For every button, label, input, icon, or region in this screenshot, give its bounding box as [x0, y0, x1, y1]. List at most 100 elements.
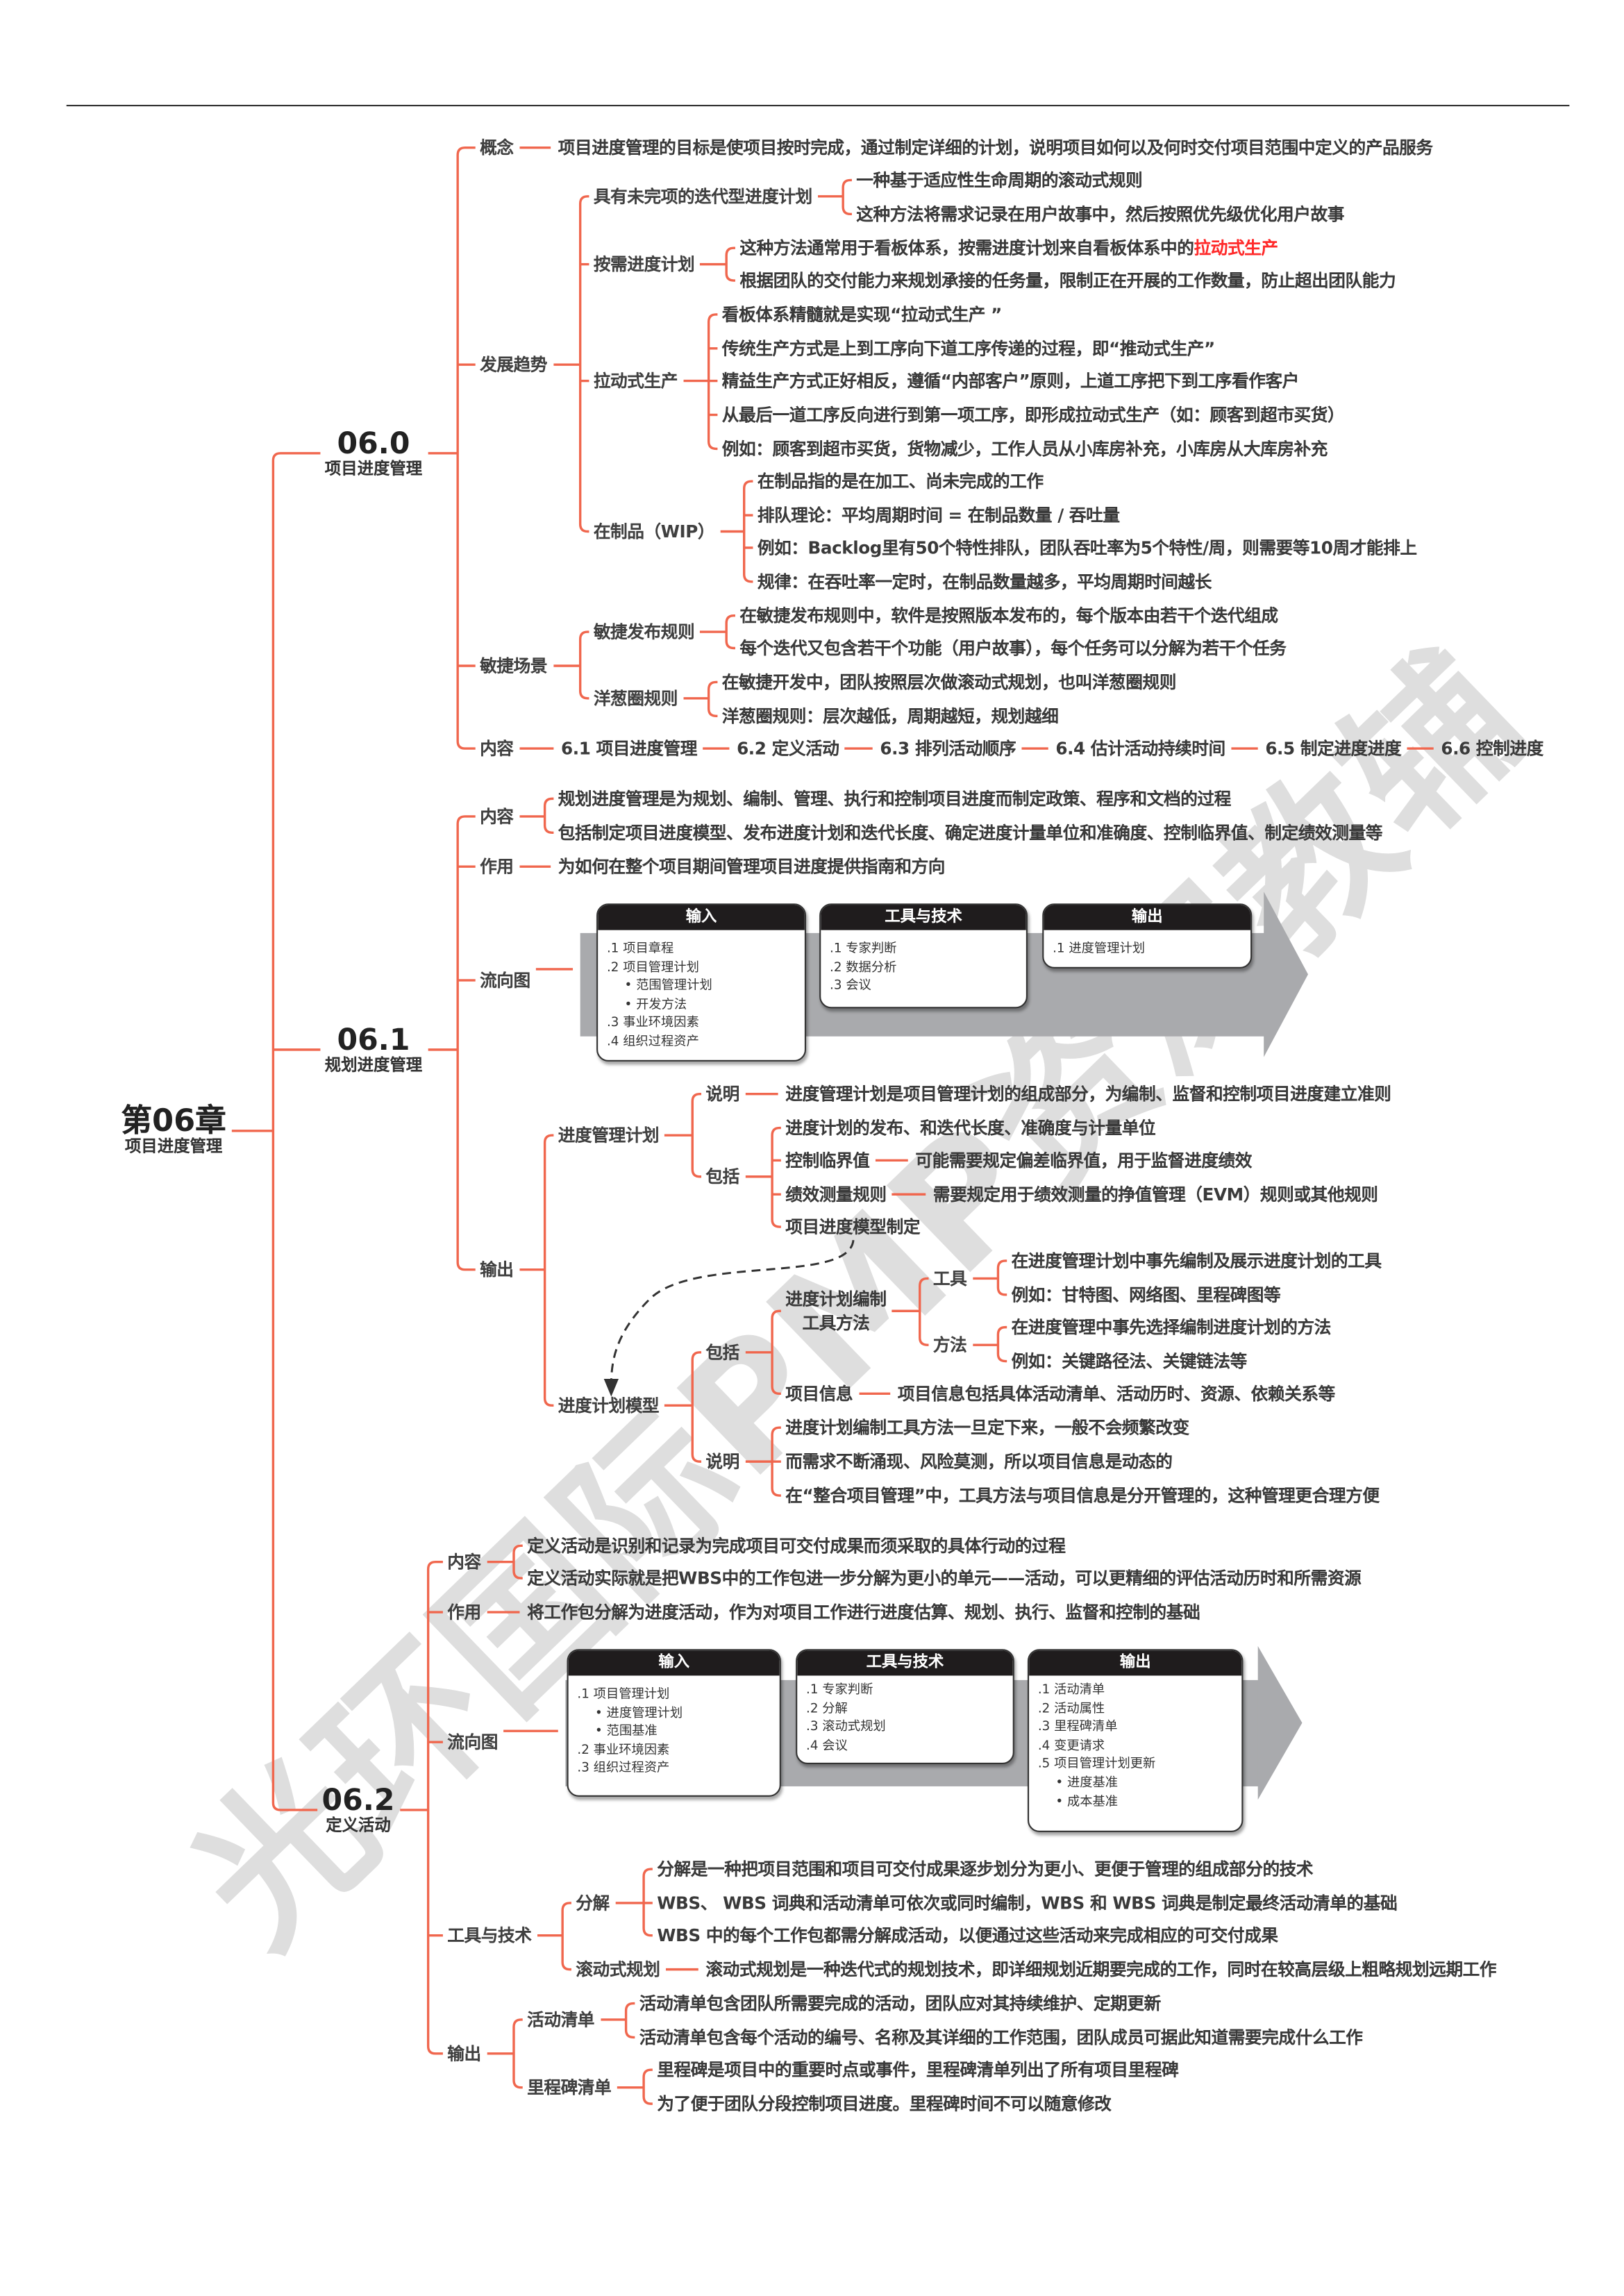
connector-bracket: [512, 1544, 523, 1579]
leaf: 从最后一道工序反向进行到第一项工序，即形成拉动式生产（如：顾客到超市买货）: [721, 404, 1345, 426]
node-schedule-plan: 进度管理计划: [558, 1125, 660, 1146]
box-header: 输出: [1029, 1650, 1242, 1676]
connector-bracket: [578, 630, 589, 700]
leaf: 为了便于团队分段控制项目进度。里程碑时间不可以随意修改: [657, 2093, 1112, 2115]
node-wip: 在制品（WIP）: [593, 521, 715, 542]
tools-box: 工具与技术 .1 专家判断 .2 分解 .3 滚动式规划 .4 会议: [796, 1649, 1014, 1765]
leaf: 可能需要规定偏差临界值，用于监督进度绩效: [915, 1150, 1252, 1171]
connector-bracket: [743, 480, 753, 583]
node-content: 内容: [480, 738, 514, 759]
box-header: 输出: [1044, 905, 1251, 930]
box-item: .2 事业环境因素: [577, 1743, 670, 1759]
box-item: .4 组织过程资产: [606, 1034, 699, 1050]
connector-bracket: [543, 797, 554, 834]
leaf: 传统生产方式是上到工序向下道工序传递的过程，即“推动式生产”: [721, 337, 1215, 359]
connector-bracket: [561, 1902, 571, 1971]
leaf: 活动清单包含每个活动的编号、名称及其详细的工作范围，团队成员可据此知道需要完成什…: [639, 2027, 1363, 2048]
node-flow: 流向图: [447, 1732, 498, 1753]
leaf: 进度计划编制工具方法一旦定下来，一般不会频繁改变: [785, 1417, 1189, 1439]
node-pull: 拉动式生产: [593, 370, 678, 392]
connector-bracket: [543, 1134, 554, 1407]
connector-bracket: [725, 246, 735, 282]
connector-bracket: [456, 815, 476, 1271]
leaf: 进度计划的发布、和迭代长度、准确度与计量单位: [785, 1117, 1156, 1139]
leaf: 在“整合项目管理”中，工具方法与项目信息是分开管理的，这种管理更合理方便: [785, 1485, 1380, 1506]
highlight-text: 拉动式生产: [1194, 237, 1278, 259]
node-release: 敏捷发布规则: [593, 621, 695, 642]
leaf: 活动清单包含团队所需要完成的活动，团队应对其持续维护、定期更新: [639, 1993, 1162, 2014]
box-header: 工具与技术: [821, 905, 1026, 930]
line: 进度计划编制: [785, 1289, 887, 1310]
connector-bracket: [842, 178, 852, 216]
section-number: 06.0: [337, 425, 410, 461]
box-item: .1 项目管理计划: [577, 1687, 670, 1702]
connector-bracket: [691, 1092, 702, 1178]
chain-item: 6.2 定义活动: [737, 738, 839, 759]
box-item: .1 项目章程: [606, 941, 674, 957]
leaf: 分解是一种把项目范围和项目可交付成果逐步划分为更小、更便于管理的组成部分的技术: [657, 1859, 1314, 1879]
box-subitem: 开发方法: [598, 996, 805, 1015]
leaf-text: 这种方法通常用于看板体系，按需进度计划来自看板体系中的: [739, 237, 1194, 259]
chain-item: 6.4 估计活动持续时间: [1055, 738, 1225, 759]
inputs-box: 输入 .1 项目管理计划 进度管理计划 范围基准 .2 事业环境因素 .3 组织…: [567, 1649, 781, 1797]
leaf: 里程碑是项目中的重要时点或事件，里程碑清单列出了所有项目里程碑: [657, 2059, 1179, 2081]
leaf: 而需求不断涌现、风险莫测，所以项目信息是动态的: [785, 1451, 1173, 1473]
chain-item: 6.1 项目进度管理: [561, 738, 697, 759]
connector-bracket: [271, 452, 321, 1811]
node-tool: 工具: [932, 1268, 967, 1289]
leaf: 项目进度模型制定: [785, 1216, 921, 1237]
leaf: 在敏捷开发中，团队按照层次做滚动式规划，也叫洋葱圈规则: [721, 671, 1177, 693]
node-include: 包括: [705, 1341, 739, 1363]
node-include: 包括: [705, 1166, 739, 1187]
chapter-root: 第06章 项目进度管理: [121, 1105, 226, 1158]
outputs-box: 输出 .1 进度管理计划: [1042, 903, 1253, 969]
chain-item: 6.5 制定进度进度: [1265, 738, 1402, 759]
concept-text: 项目进度管理的目标是使项目按时完成，通过制定详细的计划，说明项目如何以及何时交付…: [558, 137, 1433, 158]
node-flow: 流向图: [480, 970, 530, 991]
leaf: WBS 中的每个工作包都需分解成活动，以便通过这些活动来完成相应的可交付成果: [657, 1925, 1278, 1946]
node-output: 输出: [480, 1259, 514, 1280]
connector-bracket: [771, 1309, 781, 1396]
section-name: 规划进度管理: [324, 1055, 423, 1075]
connector-bracket: [725, 614, 735, 650]
box-item: .2 活动属性: [1037, 1701, 1105, 1717]
leaf: 看板体系精髓就是实现“拉动式生产 ”: [721, 304, 1003, 325]
chain-item: 6.3 排列活动顺序: [880, 738, 1016, 759]
node-content: 内容: [447, 1551, 481, 1573]
box-header: 输入: [568, 1650, 780, 1676]
box-subitem: 范围基准: [569, 1723, 780, 1742]
box-item: .1 专家判断: [806, 1683, 873, 1698]
top-divider: [66, 104, 1570, 107]
node-trend: 发展趋势: [480, 354, 547, 376]
leaf: 每个迭代又包含若干个功能（用户故事），每个任务可以分解为若干个任务: [739, 637, 1287, 659]
box-item: .1 进度管理计划: [1053, 941, 1146, 957]
box-item: .3 事业环境因素: [606, 1016, 699, 1032]
leaf: 进度管理计划是项目管理计划的组成部分，为编制、监督和控制项目进度建立准则: [785, 1083, 1391, 1105]
box-item: .2 数据分析: [830, 960, 897, 975]
box-item: .5 项目管理计划更新: [1037, 1757, 1156, 1773]
leaf: 需要规定用于绩效测量的挣值管理（EVM）规则或其他规则: [932, 1184, 1378, 1205]
leaf: 在制品指的是在加工、尚未完成的工作: [757, 471, 1044, 492]
flow-arrow-head: [1257, 1645, 1303, 1800]
node-threshold: 控制临界值: [785, 1150, 870, 1171]
node-milestone-list: 里程碑清单: [527, 2077, 612, 2098]
box-subitem: 进度管理计划: [569, 1704, 780, 1723]
box-item: .1 专家判断: [830, 941, 897, 957]
leaf: 这种方法将需求记录在用户故事中，然后按照优先级优化用户故事: [856, 203, 1344, 225]
node-purpose: 作用: [480, 856, 514, 878]
leaf: 在进度管理计划中事先编制及展示进度计划的工具: [1011, 1250, 1382, 1271]
connector-bracket: [707, 680, 718, 718]
section-number: 06.2: [321, 1782, 395, 1818]
box-header: 输入: [598, 905, 805, 930]
node-onion: 洋葱圈规则: [593, 687, 678, 709]
box-item: .1 活动清单: [1037, 1683, 1105, 1698]
node-decomposition: 分解: [576, 1893, 610, 1913]
connector-bracket: [512, 2018, 523, 2089]
leaf: WBS、 WBS 词典和活动清单可依次或同时编制，WBS 和 WBS 词典是制定…: [657, 1893, 1398, 1913]
node-method: 方法: [932, 1334, 967, 1356]
section-number: 06.1: [337, 1021, 410, 1057]
node-desc: 说明: [705, 1083, 739, 1105]
node-activity-list: 活动清单: [527, 2009, 595, 2030]
node-evm: 绩效测量规则: [785, 1184, 887, 1205]
